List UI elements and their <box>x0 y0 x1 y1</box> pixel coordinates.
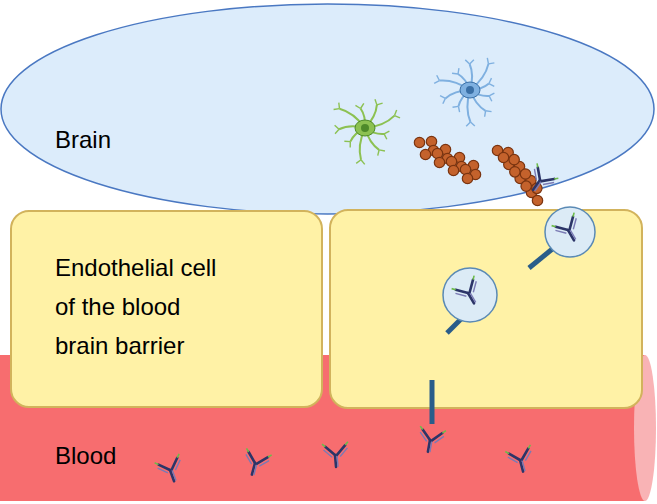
amyloid-bead <box>448 165 458 175</box>
antibody <box>240 448 271 478</box>
antibody <box>416 426 446 454</box>
antibody <box>523 163 558 198</box>
glial-cell <box>434 58 494 126</box>
amyloid-bead <box>509 154 519 164</box>
antibody <box>322 442 350 468</box>
cell-outline <box>11 211 322 407</box>
brain-region: Brain <box>0 3 655 215</box>
region-label: Endothelial cell of the blood brain barr… <box>55 248 235 365</box>
amyloid-bead <box>498 152 508 162</box>
glial-cell <box>334 99 400 164</box>
brain-outline <box>1 4 654 214</box>
vesicle <box>545 207 595 257</box>
region-label: Brain <box>55 120 255 159</box>
amyloid-bead <box>532 195 542 205</box>
illustration-parts <box>155 58 595 485</box>
amyloid-bead <box>462 173 472 183</box>
antibody <box>155 454 188 485</box>
endothelial-cell <box>330 210 642 408</box>
amyloid-bead <box>510 167 520 177</box>
amyloid-bead <box>520 169 530 179</box>
brain-region-outline <box>0 3 655 215</box>
amyloid-bead <box>521 181 531 191</box>
antibody <box>452 276 487 310</box>
vesicle <box>443 268 497 322</box>
antibody <box>505 445 536 475</box>
receptor <box>430 380 435 424</box>
endothelial-cell: Endothelial cell of the blood brain barr… <box>10 210 323 408</box>
amyloid-bead <box>420 149 430 159</box>
region-label: Blood <box>55 436 255 475</box>
antibody <box>552 213 587 247</box>
amyloid-bead <box>434 157 444 167</box>
amyloid-bead <box>414 137 424 147</box>
